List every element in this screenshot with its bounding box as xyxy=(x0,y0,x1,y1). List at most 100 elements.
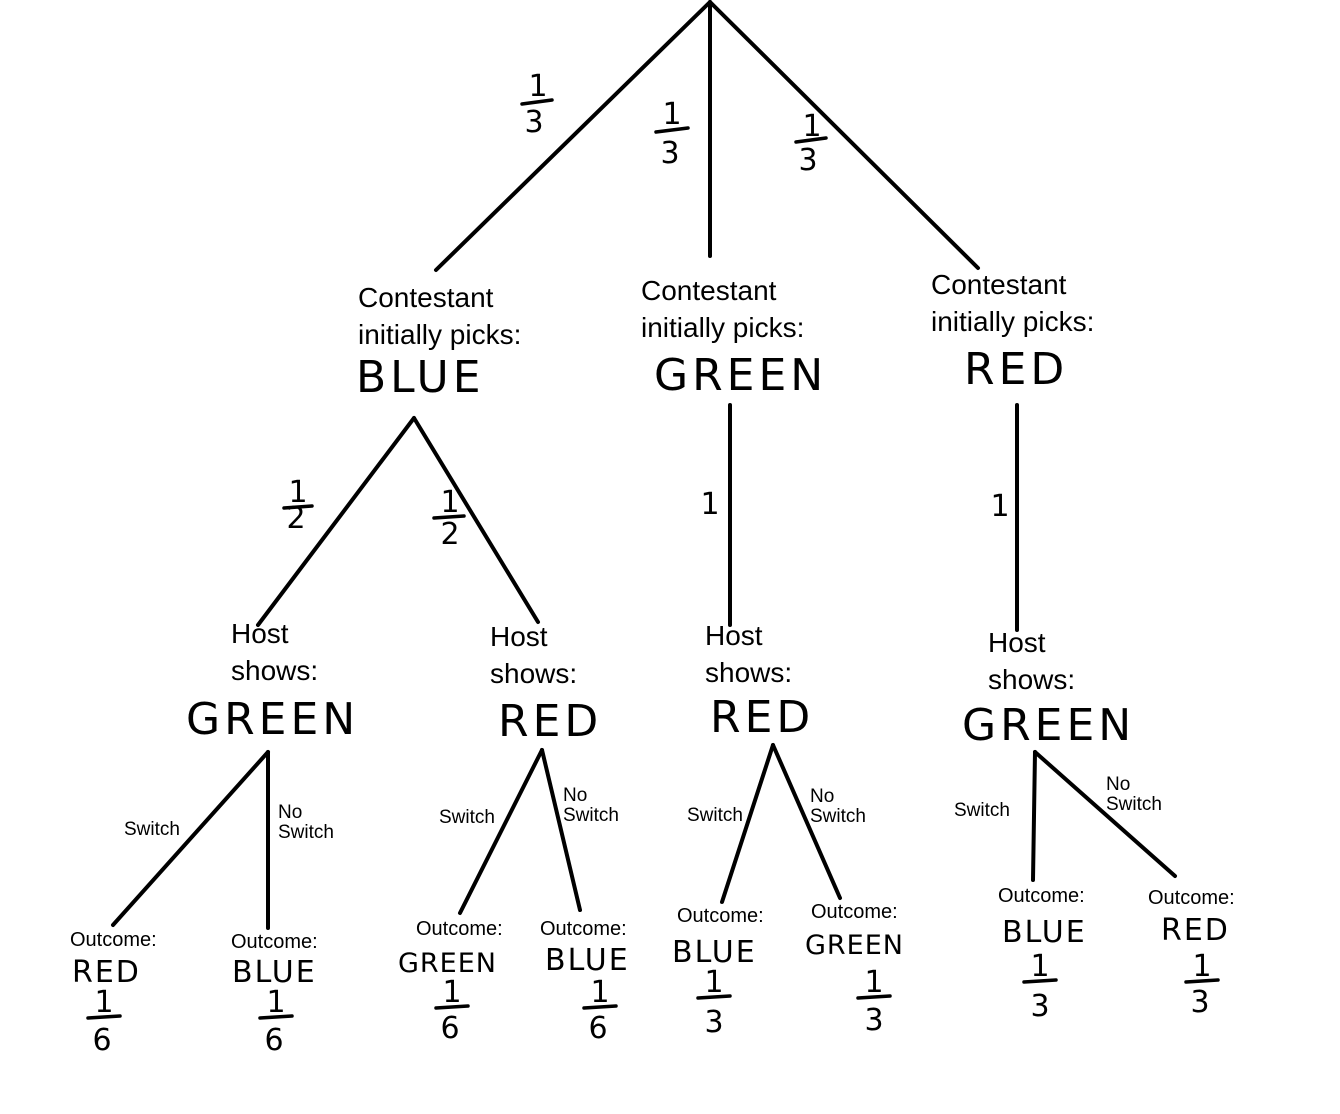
outcome-prob-denominator: 6 xyxy=(440,1011,459,1046)
outcome-caption: Outcome: xyxy=(811,901,898,923)
switch-label: Switch xyxy=(954,800,1010,821)
outcome-prob-denominator: 6 xyxy=(92,1023,111,1058)
root-branch-prob-middle: 1 3 xyxy=(654,97,690,171)
outcome-caption: Outcome: xyxy=(540,918,627,940)
pick-color: GREEN xyxy=(654,350,827,401)
pick-color: RED xyxy=(964,344,1068,395)
no-switch-label-line1: No xyxy=(563,785,587,806)
pick-color: BLUE xyxy=(356,352,485,403)
outcome-prob-denominator: 3 xyxy=(1030,989,1049,1024)
outcome-color: RED xyxy=(72,955,141,990)
switch-label: Switch xyxy=(687,805,743,826)
pick-node-green: Contestant initially picks: GREEN xyxy=(641,275,827,401)
switch-branch-2 xyxy=(458,748,544,915)
prob-denominator: 3 xyxy=(660,136,679,171)
outcome-prob-numerator: 1 xyxy=(442,975,461,1010)
host-caption-line1: Host xyxy=(490,621,548,652)
pick-caption-line2: initially picks: xyxy=(358,319,521,350)
host-color: GREEN xyxy=(962,700,1135,751)
outcome-color: GREEN xyxy=(805,930,904,961)
outcome-color: BLUE xyxy=(1002,915,1087,950)
host-branch-prob-blue-green: 1 2 xyxy=(282,475,314,536)
outcome-color: RED xyxy=(1161,913,1230,948)
host-node-red-1: Host shows: RED xyxy=(490,621,602,747)
prob-denominator: 3 xyxy=(524,105,543,140)
outcome-caption: Outcome: xyxy=(677,905,764,927)
prob-numerator: 1 xyxy=(440,485,459,520)
pick-caption-line1: Contestant xyxy=(358,282,494,313)
outcome-leaf-8: Outcome: RED 1 3 xyxy=(1148,887,1235,1020)
outcome-leaf-1: Outcome: RED 1 6 xyxy=(70,929,157,1058)
host-branch-blue-green xyxy=(256,416,416,627)
host-color: RED xyxy=(498,696,602,747)
no-switch-label-line1: No xyxy=(1106,774,1130,795)
host-node-green-2: Host shows: GREEN xyxy=(962,627,1135,751)
prob-numerator: 1 xyxy=(662,97,681,132)
pick-caption-line1: Contestant xyxy=(641,275,777,306)
outcome-color: BLUE xyxy=(672,935,757,970)
outcome-color: BLUE xyxy=(232,955,317,990)
host-caption-line2: shows: xyxy=(231,655,318,686)
host-caption-line1: Host xyxy=(231,618,289,649)
prob-numerator: 1 xyxy=(802,109,821,144)
pick-caption-line2: initially picks: xyxy=(641,312,804,343)
host-caption-line1: Host xyxy=(705,620,763,651)
outcome-leaf-6: Outcome: GREEN 1 3 xyxy=(805,901,904,1038)
prob-denominator: 2 xyxy=(440,517,459,552)
prob-numerator: 1 xyxy=(528,69,547,104)
outcome-caption: Outcome: xyxy=(1148,887,1235,909)
pick-caption-line1: Contestant xyxy=(931,269,1067,300)
outcome-prob-numerator: 1 xyxy=(590,975,609,1010)
outcome-prob-numerator: 1 xyxy=(1030,949,1049,984)
no-switch-label-line2: Switch xyxy=(563,805,619,826)
host-caption-line1: Host xyxy=(988,627,1046,658)
outcome-prob-denominator: 3 xyxy=(864,1003,883,1038)
outcome-prob-numerator: 1 xyxy=(266,985,285,1020)
switch-branch-1 xyxy=(111,750,270,927)
outcome-color: BLUE xyxy=(545,943,630,978)
host-caption-line2: shows: xyxy=(988,664,1075,695)
outcome-leaf-3: Outcome: GREEN 1 6 xyxy=(398,918,503,1046)
no-switch-label-line1: No xyxy=(278,802,302,823)
outcome-prob-numerator: 1 xyxy=(1192,949,1211,984)
prob-denominator: 3 xyxy=(798,143,817,178)
host-branch-prob-green-red: 1 xyxy=(700,487,719,522)
outcome-caption: Outcome: xyxy=(416,918,503,940)
host-color: GREEN xyxy=(186,694,359,745)
outcome-leaf-2: Outcome: BLUE 1 6 xyxy=(231,931,318,1058)
root-branch-prob-right: 1 3 xyxy=(794,109,828,178)
outcome-prob-numerator: 1 xyxy=(864,965,883,1000)
outcome-leaf-5: Outcome: BLUE 1 3 xyxy=(672,905,764,1040)
outcome-prob-denominator: 3 xyxy=(1190,985,1209,1020)
no-switch-branch-2 xyxy=(540,748,582,912)
outcome-prob-numerator: 1 xyxy=(94,985,113,1020)
no-switch-label-line2: Switch xyxy=(1106,794,1162,815)
host-caption-line2: shows: xyxy=(490,658,577,689)
pick-caption-line2: initially picks: xyxy=(931,306,1094,337)
outcome-prob-denominator: 6 xyxy=(264,1023,283,1058)
host-caption-line2: shows: xyxy=(705,657,792,688)
switch-branch-4 xyxy=(1031,750,1037,882)
switch-label: Switch xyxy=(439,807,495,828)
host-node-green-1: Host shows: GREEN xyxy=(186,618,359,745)
host-branch-prob-blue-red: 1 2 xyxy=(432,485,466,552)
pick-node-red: Contestant initially picks: RED xyxy=(931,269,1094,395)
no-switch-branch-4 xyxy=(1033,750,1177,878)
outcome-prob-denominator: 6 xyxy=(588,1011,607,1046)
no-switch-label-line2: Switch xyxy=(278,822,334,843)
root-branch-right xyxy=(708,0,980,270)
outcome-prob-numerator: 1 xyxy=(704,965,723,1000)
no-switch-label-line1: No xyxy=(810,786,834,807)
prob-numerator: 1 xyxy=(288,475,307,510)
switch-branch-3 xyxy=(720,743,775,904)
outcome-caption: Outcome: xyxy=(998,885,1085,907)
no-switch-label-line2: Switch xyxy=(810,806,866,827)
root-branch-prob-left: 1 3 xyxy=(520,69,554,140)
switch-label: Switch xyxy=(124,819,180,840)
host-color: RED xyxy=(710,692,814,743)
no-switch-branch-3 xyxy=(771,743,842,900)
root-branch-left xyxy=(434,0,712,272)
host-node-red-2: Host shows: RED xyxy=(705,620,814,743)
outcome-leaf-4: Outcome: BLUE 1 6 xyxy=(540,918,630,1046)
